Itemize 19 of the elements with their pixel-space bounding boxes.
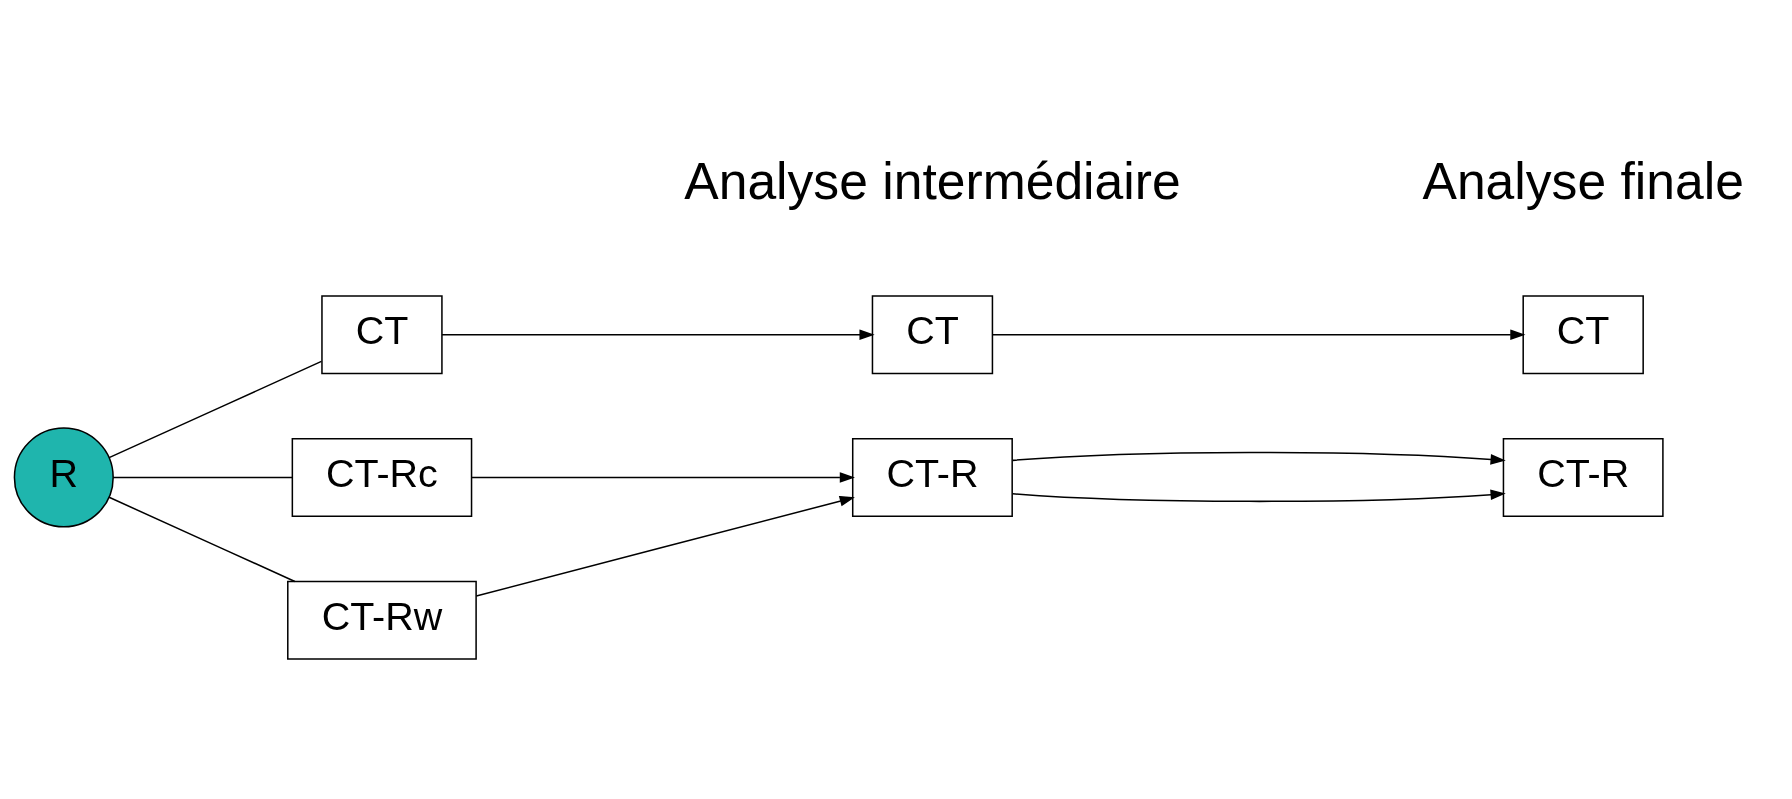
node-box: CT-R [1502,437,1664,517]
node-box: CT-R [851,437,1013,517]
node-circle: R [13,426,114,528]
node-box: CT-Rc [291,437,473,517]
arrow [441,328,875,340]
connector [108,496,296,582]
arrow [471,471,855,483]
node-box: CT-Rw [287,580,477,660]
arrow [1012,451,1506,465]
node-box: CT [1522,294,1644,374]
connector [112,476,293,478]
connector [108,360,323,458]
arrow [1012,488,1506,502]
arrow [475,495,855,597]
label: Analyse finale [1422,151,1744,210]
arrow [991,328,1526,340]
label: Analyse intermédiaire [684,151,1181,210]
node-box: CT [321,294,443,374]
node-box: CT [871,294,994,374]
